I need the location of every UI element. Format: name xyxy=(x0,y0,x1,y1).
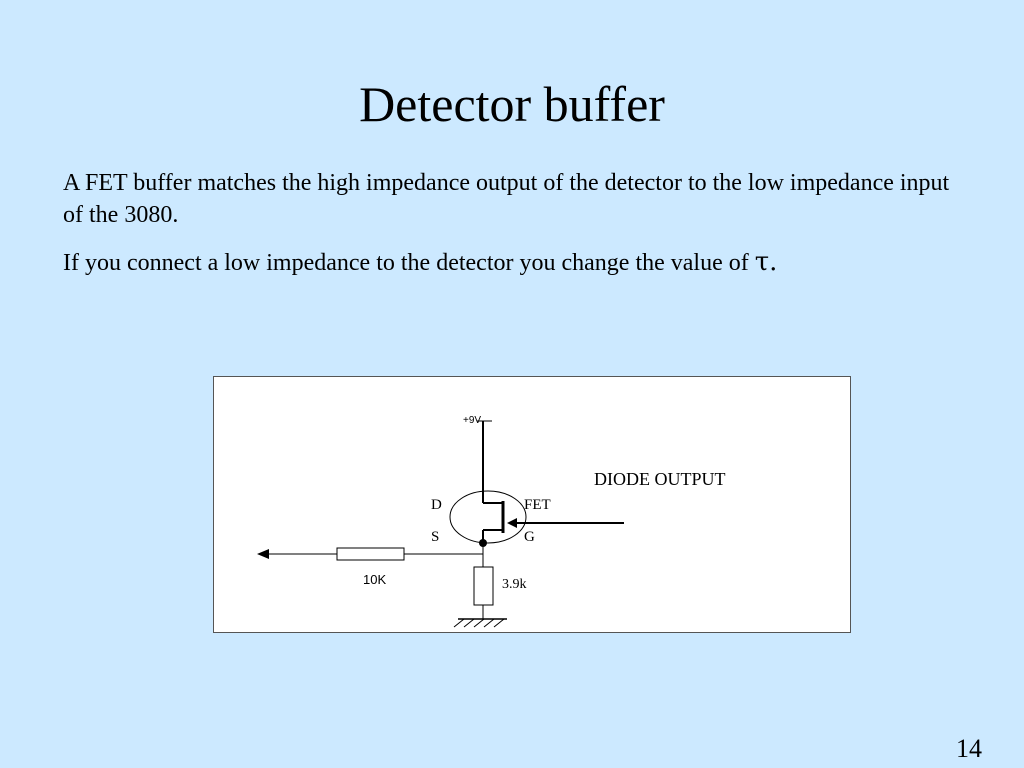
tau-symbol: τ. xyxy=(754,247,778,277)
paragraph-fet-buffer: A FET buffer matches the high impedance … xyxy=(63,170,950,228)
circuit-svg: +9V D FET S G DIODE OUTPUT 10K 3.9k xyxy=(257,415,725,628)
slide-title: Detector buffer xyxy=(359,76,665,132)
drain-label: D xyxy=(431,497,442,513)
resistor-10k-label: 10K xyxy=(363,572,386,587)
source-label: S xyxy=(431,529,439,545)
slide-number: 14 xyxy=(956,734,982,763)
resistor-3-9k xyxy=(473,566,494,606)
diode-output-label: DIODE OUTPUT xyxy=(594,469,725,489)
paragraph-low-impedance-text: If you connect a low impedance to the de… xyxy=(63,250,755,276)
resistor-3-9k-label: 3.9k xyxy=(502,577,527,592)
fet-label: FET xyxy=(524,497,551,513)
gate-arrow-icon xyxy=(507,518,517,528)
paragraph-low-impedance: If you connect a low impedance to the de… xyxy=(63,246,963,279)
output-arrow-icon xyxy=(257,549,269,559)
circuit-diagram: +9V D FET S G DIODE OUTPUT 10K 3.9k xyxy=(213,376,851,633)
ground-icon xyxy=(453,618,507,628)
supply-label: +9V xyxy=(463,415,481,426)
resistor-10k xyxy=(336,547,405,561)
gate-label: G xyxy=(524,529,535,545)
fet-circle xyxy=(449,490,527,544)
